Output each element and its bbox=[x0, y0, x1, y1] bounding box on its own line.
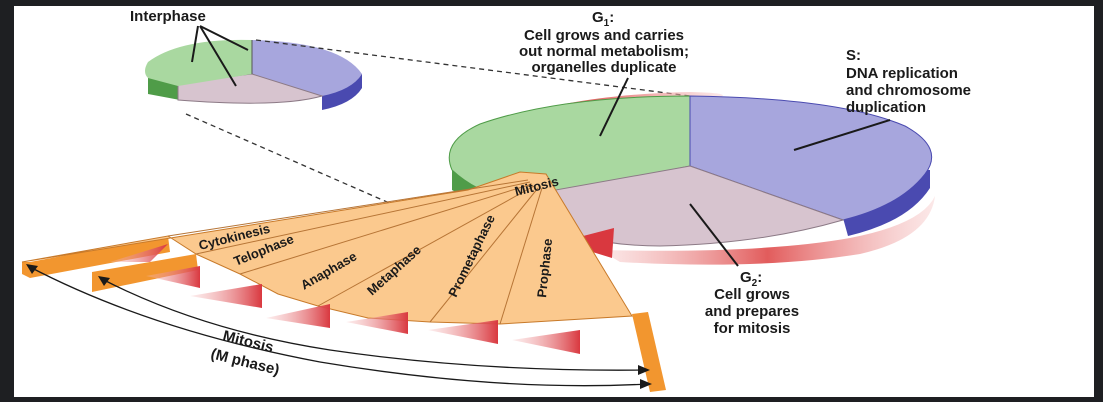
g1-line-2: out normal metabolism; bbox=[519, 43, 689, 60]
g2-line-1: Cell grows bbox=[714, 286, 790, 303]
s-line-2: and chromosome bbox=[846, 82, 971, 99]
g2-line-2: and prepares bbox=[705, 303, 799, 320]
s-title: S: bbox=[846, 47, 861, 64]
interphase-label: Interphase bbox=[130, 8, 206, 25]
g2-line-3: for mitosis bbox=[714, 320, 791, 337]
g1-line-1: Cell grows and carries bbox=[524, 27, 684, 44]
s-line-3: duplication bbox=[846, 99, 926, 116]
s-line-1: DNA replication bbox=[846, 65, 958, 82]
g1-line-3: organelles duplicate bbox=[531, 59, 676, 76]
